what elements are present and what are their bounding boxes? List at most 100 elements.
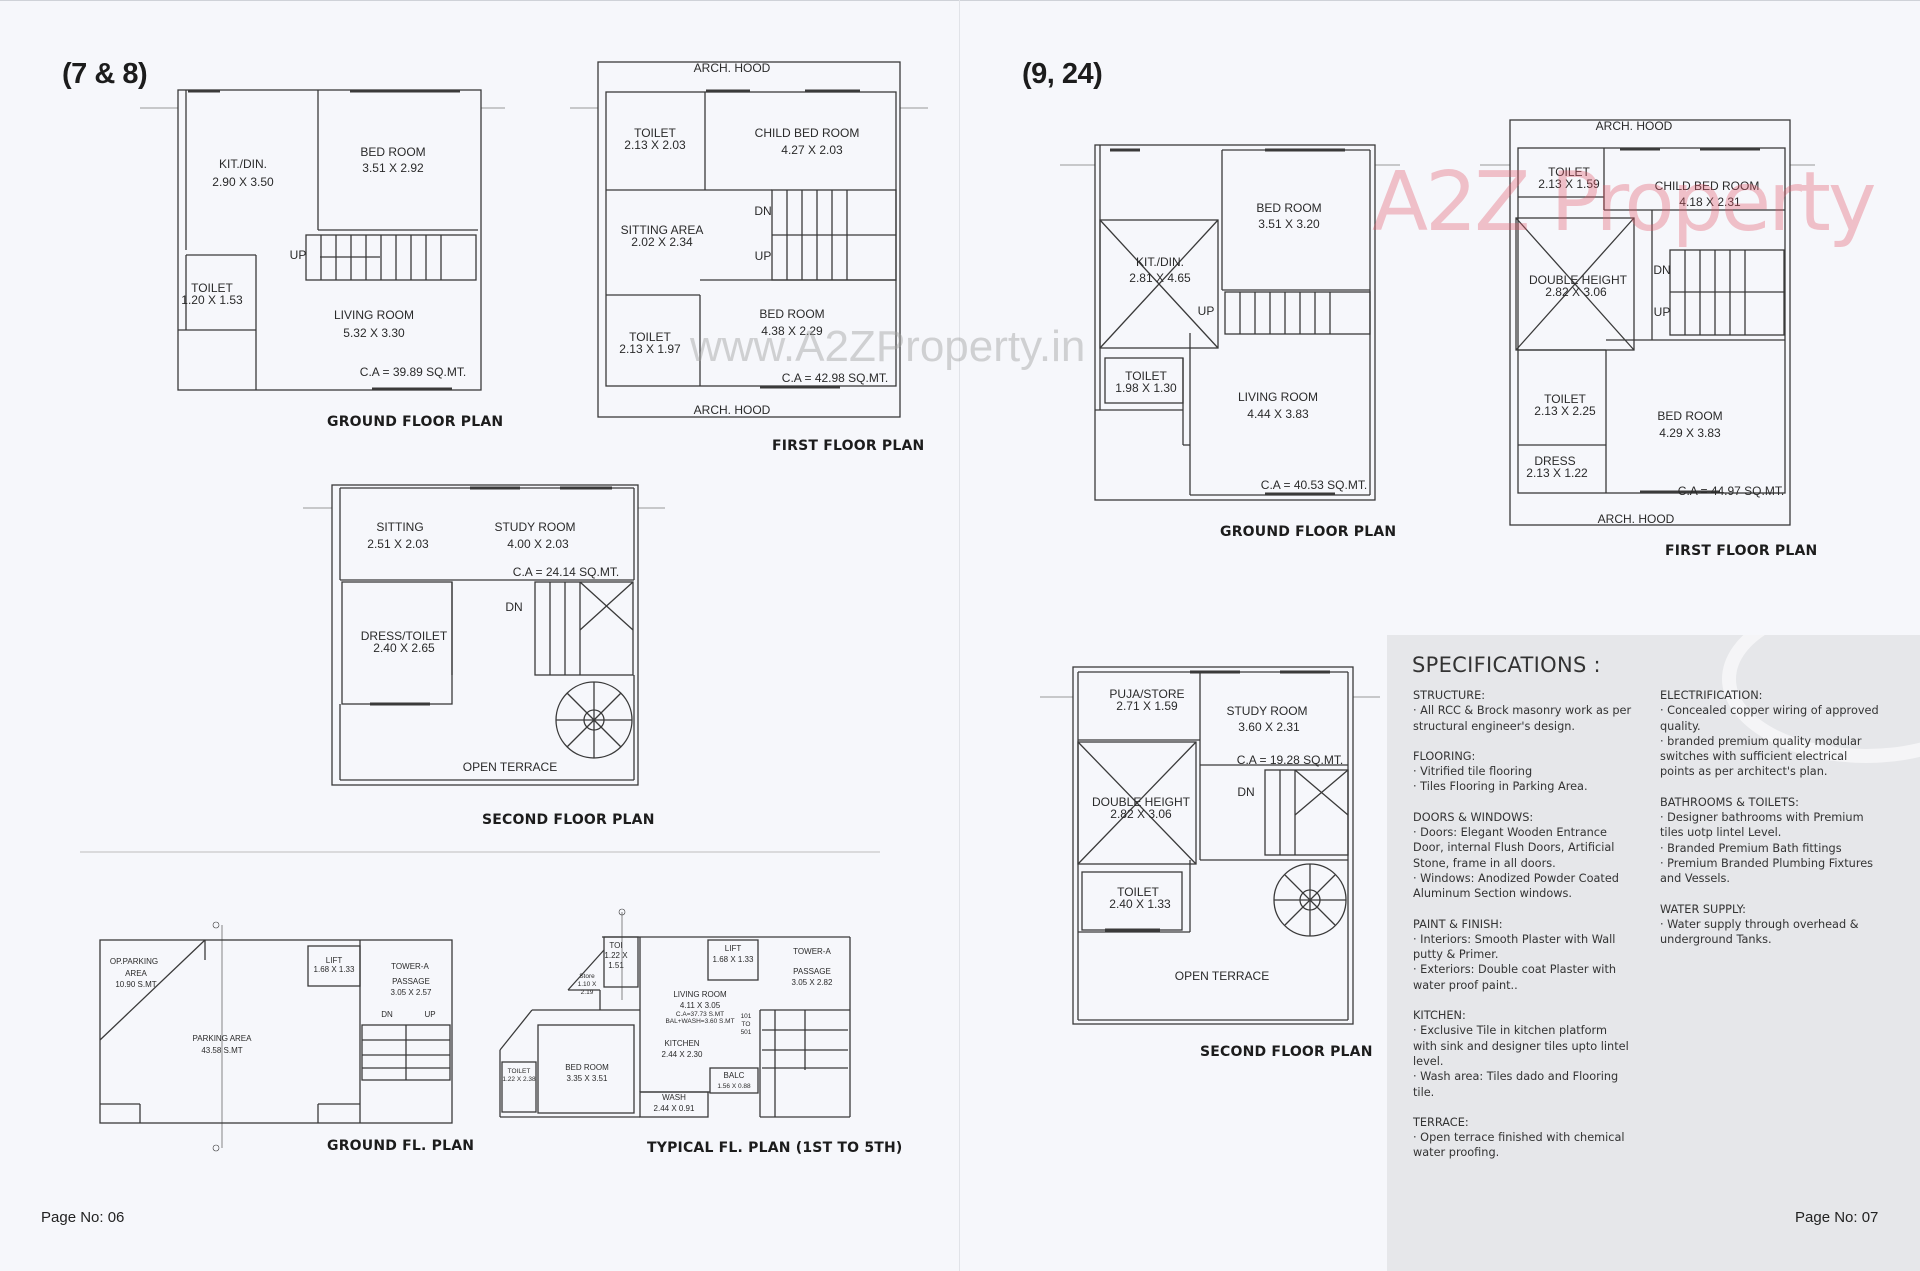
room-label: STUDY ROOM xyxy=(1226,704,1307,718)
spec-heading: BATHROOMS & TOILETS: xyxy=(1660,795,1799,809)
room-dim: 2.71 X 1.59 xyxy=(1116,699,1178,713)
arch-hood-label: ARCH. HOOD xyxy=(694,61,771,75)
room-label: PUJA/STORE xyxy=(1109,687,1184,701)
spec-heading: FLOORING: xyxy=(1413,749,1476,763)
plan-924-ground-walls xyxy=(1060,144,1400,501)
watermark-logo-text: A2Z Property xyxy=(1372,155,1876,250)
room-label: LIVING ROOM xyxy=(334,308,414,322)
watermark-url: www.A2ZProperty.in xyxy=(690,322,1086,371)
plan-924-second-labels: PUJA/STORE 2.71 X 1.59 STUDY ROOM 3.60 X… xyxy=(1092,687,1343,983)
specifications-title: SPECIFICATIONS : xyxy=(1412,653,1601,677)
plan-title: FIRST FLOOR PLAN xyxy=(1665,543,1818,559)
spec-heading: ELECTRIFICATION: xyxy=(1660,689,1763,702)
room-label: TOILET xyxy=(1125,369,1167,383)
spec-section: STRUCTURE:· All RCC & Brock masonry work… xyxy=(1413,688,1633,734)
up-label: UP xyxy=(290,248,307,262)
room-label: BED ROOM xyxy=(1256,201,1321,215)
room-dim: 1.22 X xyxy=(604,951,628,960)
spec-section: PAINT & FINISH:· Interiors: Smooth Plast… xyxy=(1413,917,1633,993)
dn-label: DN xyxy=(1653,263,1670,277)
plan-title: SECOND FLOOR PLAN xyxy=(482,812,655,828)
plan-title: GROUND FLOOR PLAN xyxy=(1220,524,1397,540)
room-dim: 1.51 xyxy=(608,961,624,970)
room-dim: 2.51 X 2.03 xyxy=(367,537,429,551)
unit-range: 101 xyxy=(741,1013,752,1020)
room-dim: 4.18 X 2.31 xyxy=(1679,195,1741,209)
room-label: SITTING AREA xyxy=(621,223,704,237)
carpet-area: C.A=37.73 S.MT xyxy=(676,1011,724,1018)
room-label: PASSAGE xyxy=(392,977,430,986)
spec-heading: WATER SUPPLY: xyxy=(1660,902,1746,916)
room-label: Store xyxy=(579,973,595,980)
spec-section: BATHROOMS & TOILETS: · Designer bathrooms… xyxy=(1660,795,1885,887)
room-label: DRESS/TOILET xyxy=(361,629,448,643)
spec-body: · Interiors: Smooth Plaster with Wall pu… xyxy=(1413,932,1617,992)
plan-924-first-labels: ARCH. HOOD TOILET 2.13 X 1.59 CHILD BED … xyxy=(1526,119,1784,526)
room-dim: 3.51 X 2.92 xyxy=(362,161,424,175)
room-label: WASH xyxy=(662,1093,686,1102)
plan-title: FIRST FLOOR PLAN xyxy=(772,438,925,454)
room-label: DOUBLE HEIGHT xyxy=(1092,795,1191,809)
plan-tower-typical-labels: TOI 1.22 X 1.51 LIFT 1.68 X 1.33 TOWER-A… xyxy=(502,941,833,1113)
dn-label: DN xyxy=(754,204,771,218)
spec-body: · Water supply through overhead & underg… xyxy=(1660,917,1859,947)
watermark-logo: A2Z Property xyxy=(1372,155,1876,250)
room-dim: 2.90 X 3.50 xyxy=(212,175,274,189)
spec-section: WATER SUPPLY:· Water supply through over… xyxy=(1660,902,1885,948)
carpet-area: C.A = 19.28 SQ.MT. xyxy=(1237,753,1343,767)
spec-section: TERRACE:· Open terrace finished with che… xyxy=(1413,1115,1633,1161)
room-dim: 2.40 X 1.33 xyxy=(1109,897,1171,911)
carpet-area: C.A = 42.98 SQ.MT. xyxy=(782,371,888,385)
room-dim: 4.38 X 2.29 xyxy=(761,324,823,338)
spec-body: · Concealed copper wiring of approved qu… xyxy=(1660,704,1879,779)
room-label: CHILD BED ROOM xyxy=(1655,179,1760,193)
spec-body: · Designer bathrooms with Premium tiles … xyxy=(1660,811,1874,886)
room-label: TOWER-A xyxy=(793,947,831,956)
spec-section: DOORS & WINDOWS:· Doors: Elegant Wooden … xyxy=(1413,810,1633,902)
room-dim: 2.44 X 0.91 xyxy=(654,1104,695,1113)
right-page-heading: (9, 24) xyxy=(1022,58,1103,90)
room-dim: 2.81 X 4.65 xyxy=(1129,271,1191,285)
spec-heading: DOORS & WINDOWS: xyxy=(1413,810,1534,824)
dn-label: DN xyxy=(505,600,522,614)
room-dim: 1.10 X xyxy=(578,981,597,988)
up-label: UP xyxy=(755,249,772,263)
spec-heading: TERRACE: xyxy=(1413,1115,1469,1129)
carpet-area: C.A = 24.14 SQ.MT. xyxy=(513,565,619,579)
plan-924-second-walls xyxy=(1040,666,1380,1025)
room-label: DRESS xyxy=(1534,454,1575,468)
room-label: BED ROOM xyxy=(759,307,824,321)
room-label: LIFT xyxy=(725,944,742,953)
balcony-area: BAL+WASH=3.60 S.MT xyxy=(665,1018,734,1025)
plan-tower-ground-walls xyxy=(99,921,453,1152)
room-dim: 3.05 X 2.57 xyxy=(391,988,432,997)
room-label: LIFT xyxy=(326,956,343,965)
room-label: TOILET xyxy=(629,330,671,344)
dn-label: DN xyxy=(381,1010,393,1019)
open-terrace-label: OPEN TERRACE xyxy=(463,760,557,774)
room-label: PARKING AREA xyxy=(193,1034,253,1043)
room-dim: 4.27 X 2.03 xyxy=(781,143,843,157)
room-dim: 1.20 X 1.53 xyxy=(181,293,243,307)
room-label: LIVING ROOM xyxy=(1238,390,1318,404)
room-label: BED ROOM xyxy=(1657,409,1722,423)
carpet-area: C.A = 39.89 SQ.MT. xyxy=(360,365,466,379)
plan-78-first-walls xyxy=(570,61,928,418)
room-dim: 4.11 X 3.05 xyxy=(680,1001,721,1010)
room-dim: 3.05 X 2.82 xyxy=(792,978,833,987)
plan-title: GROUND FL. PLAN xyxy=(327,1138,475,1154)
room-label: OP.PARKING xyxy=(110,957,158,966)
plan-78-first-labels: ARCH. HOOD TOILET 2.13 X 2.03 CHILD BED … xyxy=(619,61,888,417)
room-label: TOWER-A xyxy=(391,962,429,971)
up-label: UP xyxy=(424,1010,435,1019)
left-page-heading: (7 & 8) xyxy=(62,58,148,90)
spec-section: ELECTRIFICATION: · Concealed copper wirin… xyxy=(1660,688,1885,780)
room-dim: 1.68 X 1.33 xyxy=(314,965,355,974)
unit-range: TO xyxy=(742,1021,751,1028)
specifications-right-column: ELECTRIFICATION: · Concealed copper wirin… xyxy=(1660,688,1885,962)
spec-heading: PAINT & FINISH: xyxy=(1413,917,1503,931)
room-label: AREA xyxy=(125,969,147,978)
room-label: TOILET xyxy=(634,126,676,140)
spec-section: FLOORING:· Vitrified tile flooring · Til… xyxy=(1413,749,1633,795)
room-label: SITTING xyxy=(376,520,423,534)
